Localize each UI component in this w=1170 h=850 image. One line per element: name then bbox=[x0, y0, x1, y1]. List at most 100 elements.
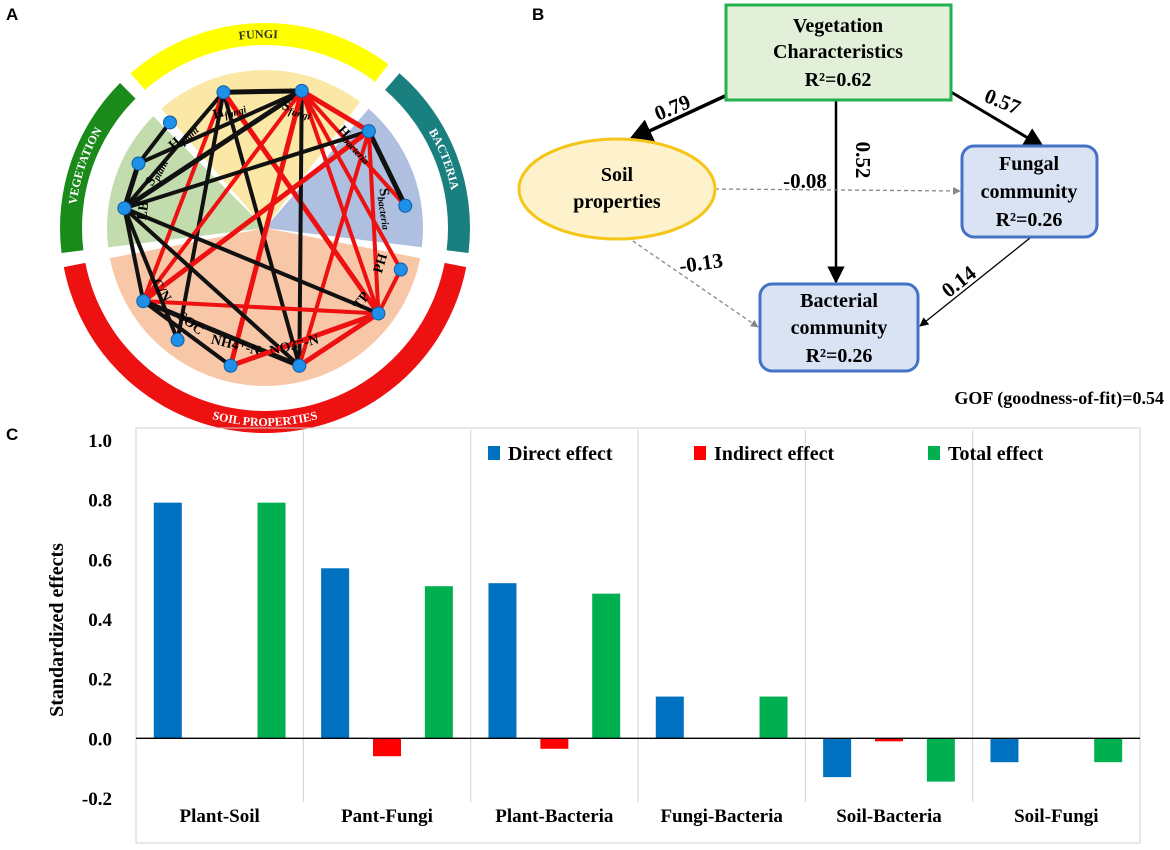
bar-direct-effect-soil-bacteria bbox=[823, 738, 852, 778]
sector-label-soil: SOIL PROPERTIES bbox=[211, 408, 319, 429]
y-axis: -0.20.00.20.40.60.81.0 bbox=[82, 431, 137, 810]
edge-TP-LB bbox=[122, 206, 381, 316]
edge-Sfungi-pH bbox=[299, 88, 403, 272]
edge-Sfungi-NO3 bbox=[297, 88, 304, 368]
y-tick-label: 0.6 bbox=[88, 550, 112, 571]
sector-label-fungi: FUNGI bbox=[238, 27, 279, 43]
node-SOC bbox=[170, 332, 185, 347]
fungal-box bbox=[960, 144, 1099, 239]
edge-Sfungi-TP bbox=[299, 88, 381, 316]
panel-label-b: B bbox=[532, 5, 544, 24]
bar-indirect-effect-plant-bacteria bbox=[540, 738, 569, 749]
edge-Sfungi-Sbacteria bbox=[299, 88, 408, 208]
legend-swatch-0 bbox=[488, 446, 500, 460]
edge-Sfungi-NH4 bbox=[228, 88, 305, 369]
sector-fill-bacteria bbox=[265, 108, 423, 248]
edge-NO3-CN bbox=[140, 298, 302, 369]
edge-Hbacteria-TP bbox=[366, 129, 381, 316]
bacterial-r2: R²=0.26 bbox=[806, 345, 873, 367]
node-Sbacteria bbox=[398, 198, 413, 213]
sector-band-fungi bbox=[130, 22, 389, 90]
node-label-Sbacteria: Sbacteria bbox=[373, 187, 396, 230]
x-tick-label: Fungi-Bacteria bbox=[660, 806, 783, 827]
soil-ellipse bbox=[517, 137, 717, 241]
vegetation-r2: R²=0.62 bbox=[805, 69, 872, 91]
node-Splant bbox=[131, 156, 146, 171]
gof-label: GOF (goodness-of-fit)=0.54 bbox=[954, 388, 1164, 409]
bacterial-box bbox=[758, 282, 920, 373]
node-Sfungi bbox=[294, 83, 309, 98]
panel-label-a: A bbox=[6, 5, 18, 24]
path-soil-bacterial bbox=[626, 236, 759, 328]
coef-fungal-bacterial: 0.14 bbox=[937, 260, 981, 302]
y-tick-label: -0.2 bbox=[82, 789, 112, 810]
sector-band-vegetation bbox=[59, 83, 136, 253]
fungal-line1: Fungal bbox=[999, 153, 1059, 175]
vegetation-box bbox=[724, 3, 953, 102]
node-Hbacteria bbox=[361, 124, 376, 139]
node-NH4 bbox=[223, 358, 238, 373]
panel-label-c: C bbox=[6, 425, 18, 444]
y-tick-label: 0.8 bbox=[88, 491, 112, 512]
legend-swatch-1 bbox=[694, 446, 706, 460]
coef-soil-bacterial: -0.13 bbox=[678, 248, 725, 278]
network-edges bbox=[121, 88, 408, 369]
legend-swatch-2 bbox=[928, 446, 940, 460]
node-NO3 bbox=[292, 358, 307, 373]
y-tick-label: 1.0 bbox=[88, 431, 112, 452]
edge-Hfungi-SOC bbox=[175, 90, 226, 342]
coef-soil-fungal: -0.08 bbox=[783, 169, 827, 193]
coef-veg-soil: 0.79 bbox=[651, 90, 694, 126]
edge-SOC-LB bbox=[122, 206, 180, 342]
node-LB bbox=[117, 201, 132, 216]
edge-Hbacteria-CN bbox=[140, 128, 372, 304]
x-tick-label: Soil-Fungi bbox=[1014, 806, 1098, 827]
edge-Sfungi-Splant bbox=[136, 88, 304, 166]
category-separators bbox=[302, 430, 974, 802]
bar-total-effect-soil-fungi bbox=[1094, 738, 1123, 763]
path-fungal-bacterial bbox=[919, 237, 1031, 327]
node-label-LB: LB bbox=[135, 201, 152, 222]
sector-fill-vegetation bbox=[107, 116, 265, 248]
path-veg-soil bbox=[627, 94, 726, 142]
node-CN bbox=[136, 294, 151, 309]
edge-Sfungi-CN bbox=[141, 88, 304, 304]
edge-NH4-CN bbox=[141, 299, 233, 368]
legend-label-2: Total effect bbox=[948, 443, 1044, 465]
edge-Hfungi-Sfungi bbox=[220, 88, 305, 95]
edge-NH4-TP bbox=[228, 310, 381, 369]
y-tick-label: 0.4 bbox=[88, 610, 112, 631]
sector-band-bacteria bbox=[385, 73, 470, 253]
bacterial-line1: Bacterial bbox=[800, 290, 878, 312]
bar-direct-effect-pant-fungi bbox=[321, 568, 350, 739]
bar-total-effect-plant-bacteria bbox=[592, 593, 621, 739]
coef-veg-bacterial: 0.52 bbox=[851, 142, 875, 179]
bars bbox=[153, 502, 1123, 782]
edge-NO3-LB bbox=[122, 206, 302, 368]
x-tick-label: Plant-Soil bbox=[180, 806, 260, 827]
edge-Hbacteria-LB bbox=[122, 129, 371, 211]
bar-direct-effect-soil-fungi bbox=[990, 738, 1019, 763]
path-soil-fungal bbox=[714, 187, 961, 195]
edge-Hbacteria-NO3 bbox=[297, 129, 371, 368]
bar-direct-effect-plant-soil bbox=[153, 502, 182, 739]
bar-total-effect-fungi-bacteria bbox=[759, 696, 788, 739]
fungal-line2: community bbox=[981, 181, 1078, 203]
node-TP bbox=[371, 306, 386, 321]
bar-total-effect-soil-bacteria bbox=[926, 738, 955, 782]
node-pH bbox=[393, 262, 408, 277]
edge-Hfungi-NO3 bbox=[221, 90, 302, 368]
legend-label-1: Indirect effect bbox=[714, 443, 834, 465]
bar-indirect-effect-pant-fungi bbox=[373, 738, 401, 757]
node-label-pH: PH bbox=[371, 252, 391, 275]
x-tick-label: Plant-Bacteria bbox=[495, 806, 614, 827]
bar-total-effect-plant-soil bbox=[257, 502, 286, 739]
edge-Sfungi-LB bbox=[121, 88, 305, 211]
fungal-r2: R²=0.26 bbox=[996, 209, 1063, 231]
